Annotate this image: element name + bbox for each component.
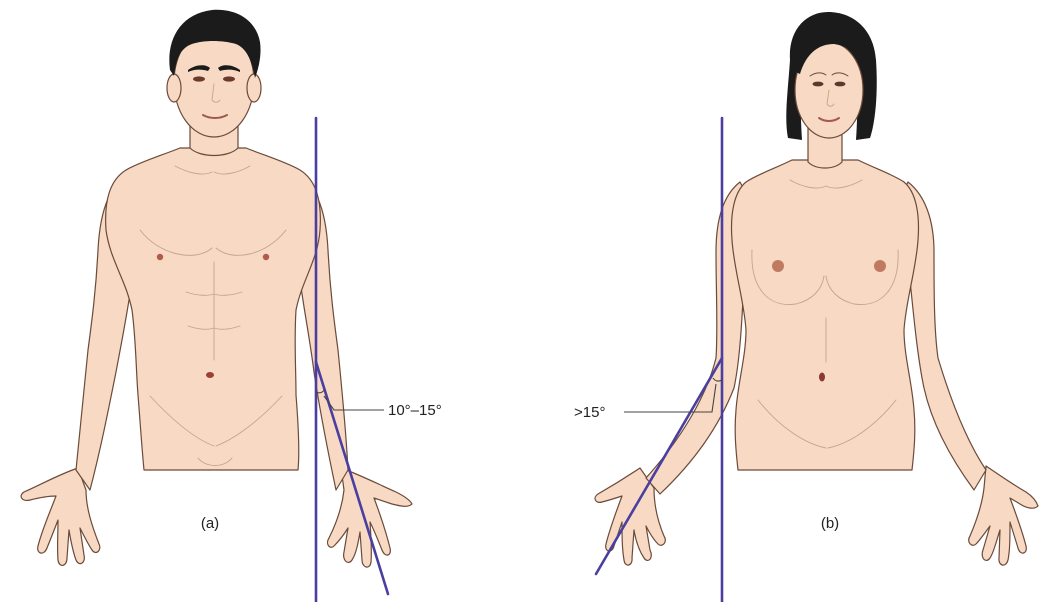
- male-left-eye: [193, 76, 205, 81]
- female-torso: [732, 160, 919, 470]
- male-left-nipple: [157, 254, 163, 260]
- male-right-ear: [247, 74, 261, 102]
- female-left-nipple: [772, 260, 784, 272]
- male-navel: [206, 372, 214, 378]
- male-right-eye: [223, 76, 235, 81]
- panel-b-angle-label: >15°: [574, 404, 605, 421]
- panel-b-caption: (b): [821, 515, 839, 532]
- female-navel: [819, 373, 825, 382]
- female-right-eye: [835, 82, 846, 87]
- female-right-nipple: [874, 260, 886, 272]
- male-torso: [106, 148, 321, 470]
- panel-a-caption: (a): [201, 515, 219, 532]
- panel-a-angle-label: 10°–15°: [388, 402, 442, 419]
- panel-b-female: [595, 12, 1038, 565]
- male-left-ear: [167, 74, 181, 102]
- female-left-eye: [813, 82, 824, 87]
- male-right-nipple: [263, 254, 269, 260]
